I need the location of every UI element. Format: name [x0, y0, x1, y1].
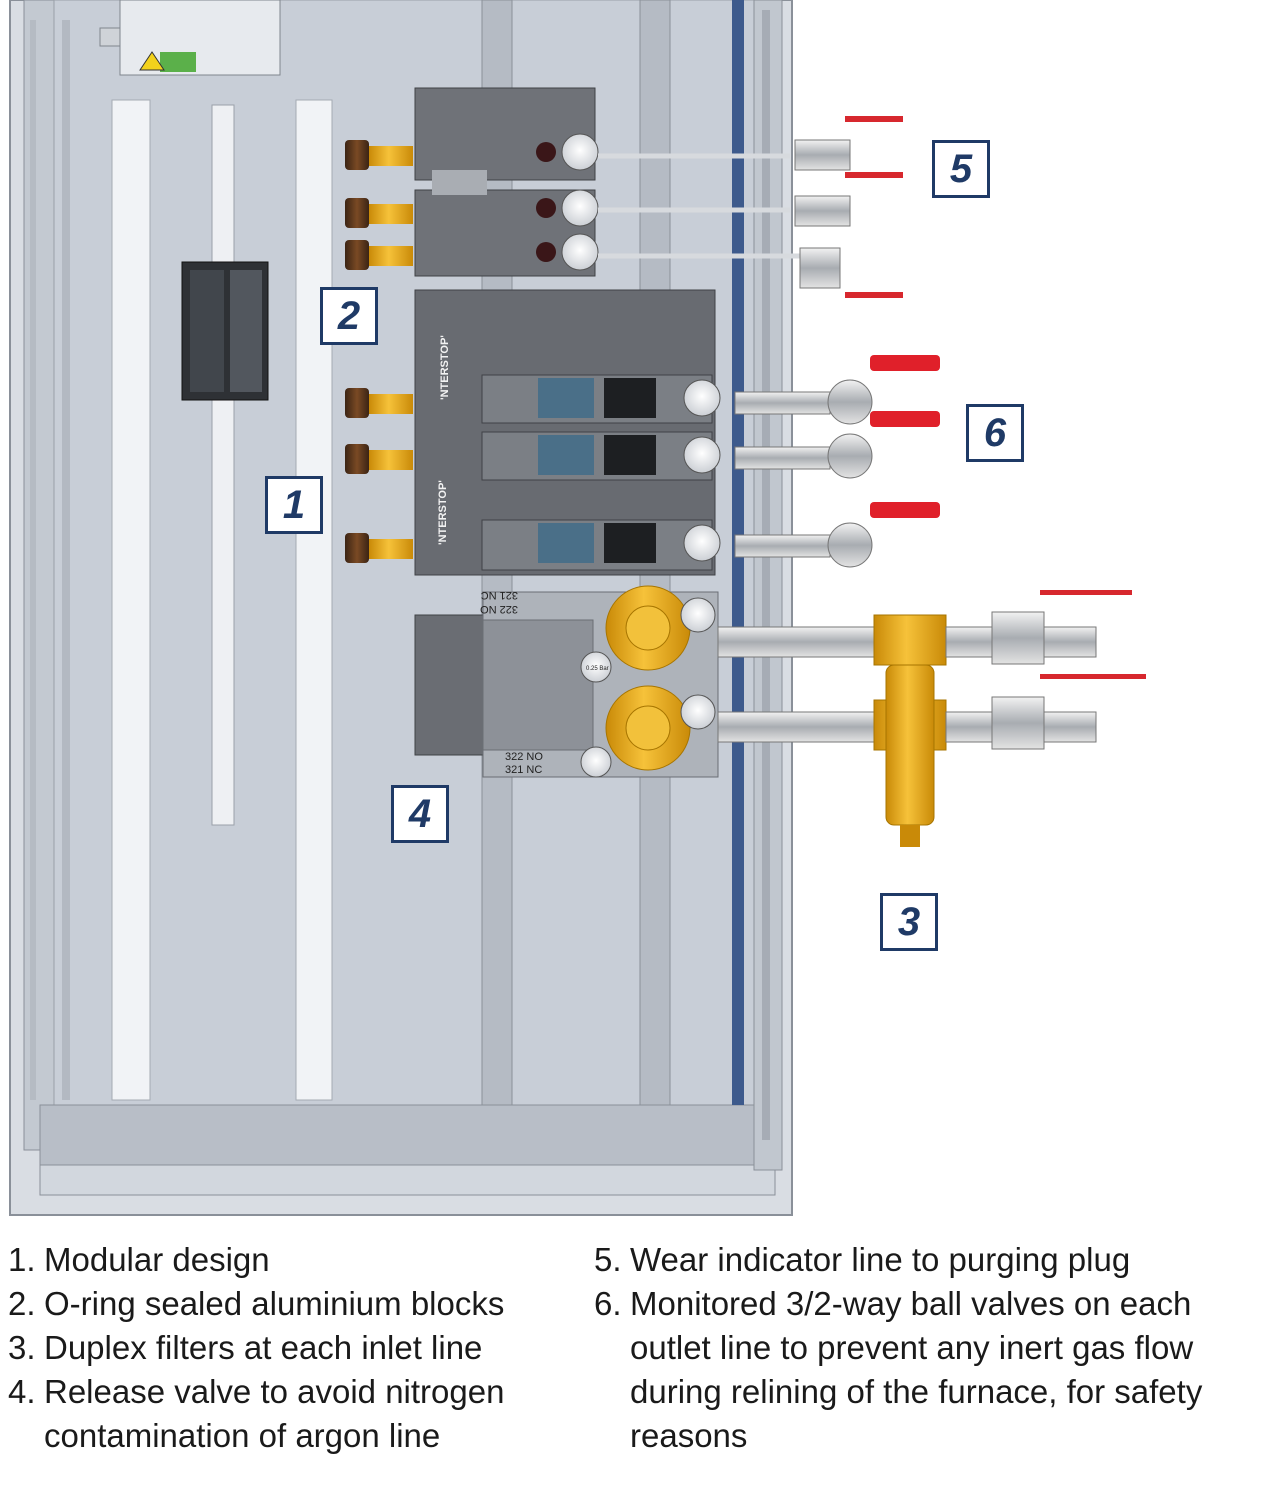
svg-text:321 NC: 321 NC — [505, 764, 542, 776]
legend-text: Modular design — [44, 1241, 270, 1278]
outlet-ball-valves — [734, 355, 940, 568]
main-outlet-knobs — [345, 388, 413, 563]
legend-text: Duplex filters at each inlet line — [44, 1329, 483, 1366]
upper-pressure-gauges — [536, 133, 599, 271]
release-valve-block: 322 NO 321 NC 322 NO 321 NC 0.25 Bar — [414, 585, 719, 778]
legend-item-4: 4. Release valve to avoid nitrogen conta… — [8, 1370, 568, 1458]
gas-control-cabinet-illustration: 'NTERSTOP' 'NTERSTOP' — [9, 0, 1146, 1216]
terminal-block-module — [181, 261, 269, 401]
legend-item-1: 1. Modular design — [8, 1238, 568, 1282]
main-pressure-gauges — [683, 379, 721, 562]
legend-item-2: 2. O-ring sealed aluminium blocks — [8, 1282, 568, 1326]
wear-indicator-valves — [794, 116, 903, 298]
legend-text: O-ring sealed aluminium blocks — [44, 1285, 505, 1322]
legend-number: 1. — [8, 1241, 36, 1278]
perforated-rails — [30, 10, 770, 1140]
legend-text: Wear indicator line to purging plug — [630, 1241, 1131, 1278]
svg-text:321 NC: 321 NC — [481, 589, 518, 601]
legend-text: Monitored 3/2-way ball valves on each ou… — [630, 1285, 1203, 1454]
brand-label-bottom: 'NTERSTOP' — [437, 480, 449, 545]
legend-left-column: 1. Modular design 2. O-ring sealed alumi… — [8, 1238, 568, 1458]
legend-number: 4. — [8, 1373, 36, 1410]
legend-number: 6. — [594, 1285, 622, 1322]
interstop-modular-block: 'NTERSTOP' 'NTERSTOP' — [414, 289, 716, 576]
callout-4: 4 — [391, 785, 449, 843]
legend-number: 3. — [8, 1329, 36, 1366]
callout-3: 3 — [880, 893, 938, 951]
legend-number: 5. — [594, 1241, 622, 1278]
legend-number: 2. — [8, 1285, 36, 1322]
wear-indicator-lines — [598, 153, 800, 259]
power-supply-unit — [99, 0, 281, 76]
callout-1: 1 — [265, 476, 323, 534]
callout-5: 5 — [932, 140, 990, 198]
inlet-duplex-filter — [717, 590, 1146, 847]
callout-2: 2 — [320, 287, 378, 345]
svg-text:0.25 Bar: 0.25 Bar — [586, 666, 609, 672]
legend-item-6: 6. Monitored 3/2-way ball valves on each… — [594, 1282, 1234, 1458]
svg-text:322 NO: 322 NO — [505, 751, 543, 763]
legend-item-5: 5. Wear indicator line to purging plug — [594, 1238, 1234, 1282]
svg-text:322 NO: 322 NO — [480, 603, 518, 615]
mounting-channels — [111, 0, 671, 1106]
upper-outlet-knobs — [345, 140, 413, 270]
legend-right-column: 5. Wear indicator line to purging plug 6… — [594, 1238, 1234, 1458]
callout-6: 6 — [966, 404, 1024, 462]
legend-item-3: 3. Duplex filters at each inlet line — [8, 1326, 568, 1370]
brand-label-top: 'NTERSTOP' — [439, 335, 451, 400]
legend-text: Release valve to avoid nitrogen contamin… — [44, 1373, 505, 1454]
